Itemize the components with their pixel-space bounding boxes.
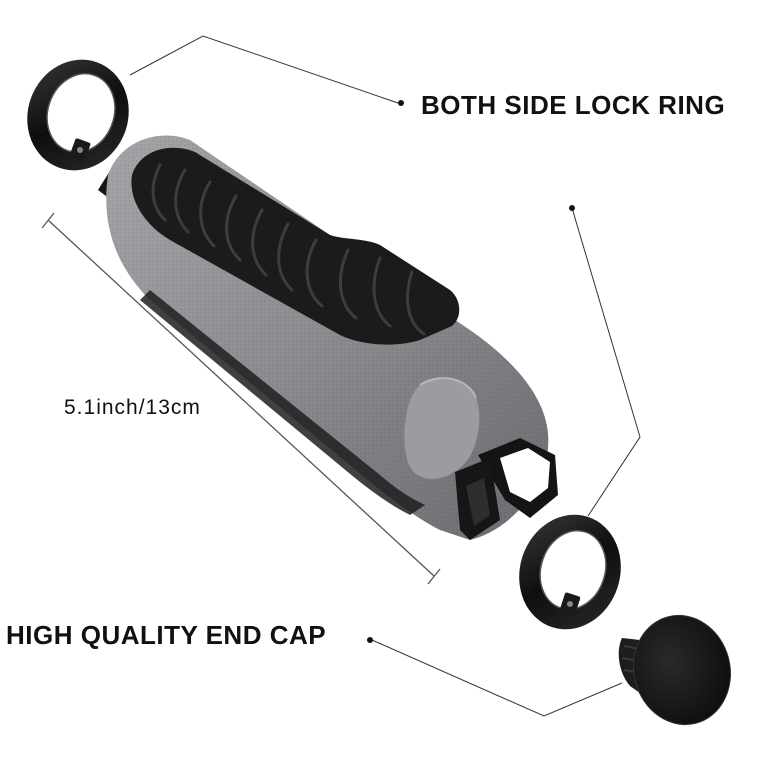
end-cap-leader — [371, 639, 623, 717]
lock-ring-dot-top — [398, 100, 404, 106]
end-cap-label: HIGH QUALITY END CAP — [6, 620, 327, 650]
lock-ring-top — [27, 59, 129, 171]
lock-ring-bottom — [519, 514, 621, 630]
lock-ring-leader-bottom — [571, 207, 641, 517]
callout-lines — [41, 35, 641, 717]
lock-ring-leader-top — [129, 35, 399, 104]
length-dimension-line — [47, 219, 435, 577]
lock-ring-dot-bottom — [569, 205, 575, 211]
length-dimension-tick-end — [427, 568, 441, 585]
end-cap — [618, 614, 732, 726]
end-cap-dot — [367, 637, 373, 643]
length-dimension-tick-start — [41, 212, 55, 229]
length-label: 5.1inch/13cm — [64, 396, 201, 419]
lock-ring-label: BOTH SIDE LOCK RING — [421, 90, 726, 120]
grip — [98, 135, 558, 540]
